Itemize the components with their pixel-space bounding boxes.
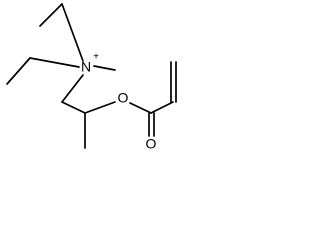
bond-upper-ethyl-1	[39, 3, 63, 27]
bond-n-methyl	[93, 65, 116, 71]
bond-left-ethyl-2	[29, 57, 80, 68]
ether-oxygen-label: O	[118, 90, 129, 106]
nitrogen-charge-label: +	[93, 52, 99, 63]
bond-ether-oxygen-carbonyl	[129, 102, 152, 114]
bond-upper-ethyl-2	[61, 3, 84, 62]
bond-ch2-ch	[61, 101, 86, 114]
bond-carbonyl-vinyl	[150, 101, 174, 114]
carbonyl-oxygen-label: O	[146, 136, 157, 152]
bond-left-ethyl-1	[6, 57, 31, 85]
molecule-structure: N + O O	[6, 3, 177, 152]
nitrogen-atom-label: N	[81, 59, 91, 75]
bond-ch-ether-oxygen	[84, 101, 116, 114]
bond-n-ch2	[61, 74, 84, 103]
